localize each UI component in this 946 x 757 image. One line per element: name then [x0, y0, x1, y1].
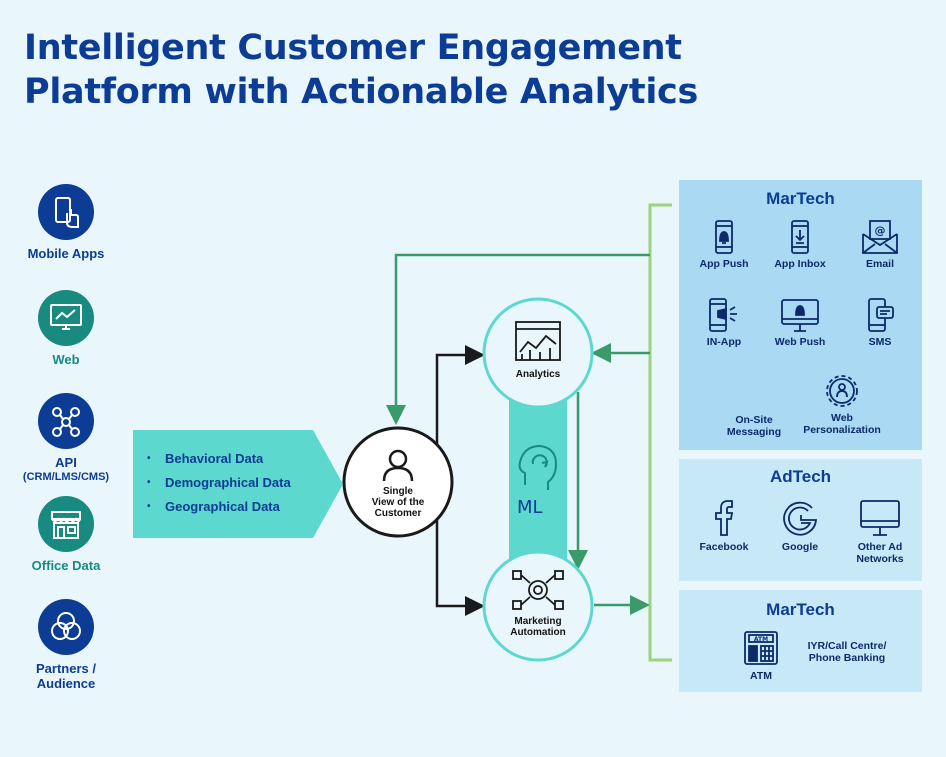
channel-app-push: App Push [693, 220, 755, 270]
panel-title: MarTech [766, 600, 835, 619]
svg-text:@: @ [875, 224, 886, 237]
page-title: Intelligent Customer Engagement Platform… [24, 26, 904, 114]
google-icon [783, 501, 817, 536]
channel-other-ad-networks: Other Ad Networks [845, 499, 915, 565]
source-label-2: Audience [36, 676, 96, 691]
svg-text:ATM: ATM [754, 636, 768, 643]
marketing-line: Marketing [514, 616, 562, 627]
channel-label: IN-App [706, 336, 742, 348]
single-view-line: View of the [371, 497, 425, 508]
channel-label-2: Phone Banking [808, 652, 886, 664]
source-label: API [55, 455, 77, 470]
channel-label: Google [781, 541, 819, 553]
source-sublabel: (CRM/LMS/CMS) [22, 471, 110, 483]
channel-label: Facebook [699, 541, 749, 553]
overlapping-circles-icon [38, 599, 94, 655]
panel-bracket [648, 203, 672, 662]
channel-facebook: Facebook [693, 499, 755, 553]
ml-bar [509, 395, 567, 565]
source-label: Mobile Apps [27, 246, 105, 261]
arrow-to-marketing [435, 510, 485, 616]
phone-download-icon [791, 220, 809, 254]
channel-label-2: Networks [856, 553, 904, 565]
channel-sms: SMS [849, 298, 911, 348]
phone-chat-icon [868, 298, 894, 332]
source-web: Web [11, 290, 121, 367]
analytics-node [482, 297, 594, 409]
atm-icon: ATM [744, 631, 778, 665]
channel-label: App Inbox [774, 258, 826, 270]
brain-head-icon [518, 444, 558, 490]
network-nodes-icon [38, 393, 94, 449]
channel-label: Other Ad [857, 541, 903, 553]
chart-dashboard-icon [515, 321, 561, 361]
adtech-panel: AdTech Facebook Google Other Ad Networks [679, 459, 922, 581]
source-label: Web [52, 352, 80, 367]
martech-panel-2: MarTech ATM ATM IYR/Call Centre/ Phone B… [679, 590, 922, 692]
source-partners: Partners / Audience [11, 599, 121, 691]
channel-label-2: Personalization [803, 424, 881, 436]
channel-label: Web Push [774, 336, 826, 348]
single-view-node [342, 426, 454, 538]
channel-atm: ATM ATM [731, 630, 791, 682]
marketing-line: Automation [510, 627, 566, 638]
phone-bell-icon [715, 220, 733, 254]
data-types-list: Behavioral Data Demographical Data Geogr… [147, 450, 291, 522]
phone-megaphone-icon [709, 298, 737, 332]
single-view-line: Customer [374, 508, 422, 519]
data-types-box: Behavioral Data Demographical Data Geogr… [133, 430, 343, 538]
storefront-icon [38, 496, 94, 552]
single-view-label: Single View of the Customer [358, 486, 438, 519]
single-view-line: Single [382, 486, 413, 497]
data-type-item: Demographical Data [147, 474, 291, 498]
channel-label: ATM [750, 670, 772, 682]
facebook-icon [715, 500, 734, 536]
channel-in-app: IN-App [693, 298, 755, 348]
source-mobile-apps: Mobile Apps [11, 184, 121, 261]
arrow-to-analytics [435, 345, 485, 445]
marketing-node [482, 550, 594, 662]
channel-google: Google [769, 499, 831, 553]
source-label: Office Data [31, 558, 101, 573]
panel-title: MarTech [766, 189, 835, 208]
ml-label: ML [517, 497, 543, 518]
marketing-automation-label: Marketing Automation [492, 616, 584, 638]
data-type-item: Geographical Data [147, 498, 291, 522]
source-label: Partners / [36, 661, 96, 676]
channel-label: IYR/Call Centre/ [807, 640, 887, 652]
channel-label-2: Messaging [726, 426, 782, 438]
title-line-2: Platform with Actionable Analytics [24, 72, 699, 112]
envelope-icon: @ [862, 220, 898, 254]
gear-person-icon [826, 375, 858, 407]
channel-email: @ Email [849, 220, 911, 270]
person-icon [382, 449, 414, 482]
channel-label: On-Site [735, 414, 773, 426]
source-office-data: Office Data [11, 496, 121, 573]
title-line-1: Intelligent Customer Engagement [24, 28, 682, 68]
channel-label: App Push [699, 258, 749, 270]
channel-label: SMS [868, 336, 892, 348]
monitor-bell-icon [781, 299, 819, 332]
analytics-label: Analytics [515, 369, 561, 380]
channel-label: Email [865, 258, 894, 270]
channel-app-inbox: App Inbox [769, 220, 831, 270]
channel-web-push: Web Push [769, 298, 831, 348]
mobile-touch-icon [38, 184, 94, 240]
monitor-icon [860, 500, 900, 536]
martech-panel-1: MarTech App Push App Inbox @ Email IN-Ap… [679, 180, 922, 450]
monitor-chart-icon [38, 290, 94, 346]
data-type-item: Behavioral Data [147, 450, 291, 474]
channel-on-site-messaging: On-Site Messaging [719, 414, 789, 438]
channel-label: Web [831, 412, 853, 424]
gear-network-icon [512, 570, 564, 610]
source-api: API (CRM/LMS/CMS) [11, 393, 121, 485]
channel-call-centre: IYR/Call Centre/ Phone Banking [799, 640, 895, 664]
panel-title: AdTech [769, 467, 832, 486]
feedback-arrow [386, 253, 650, 425]
channel-web-personalization: Web Personalization [797, 374, 887, 436]
